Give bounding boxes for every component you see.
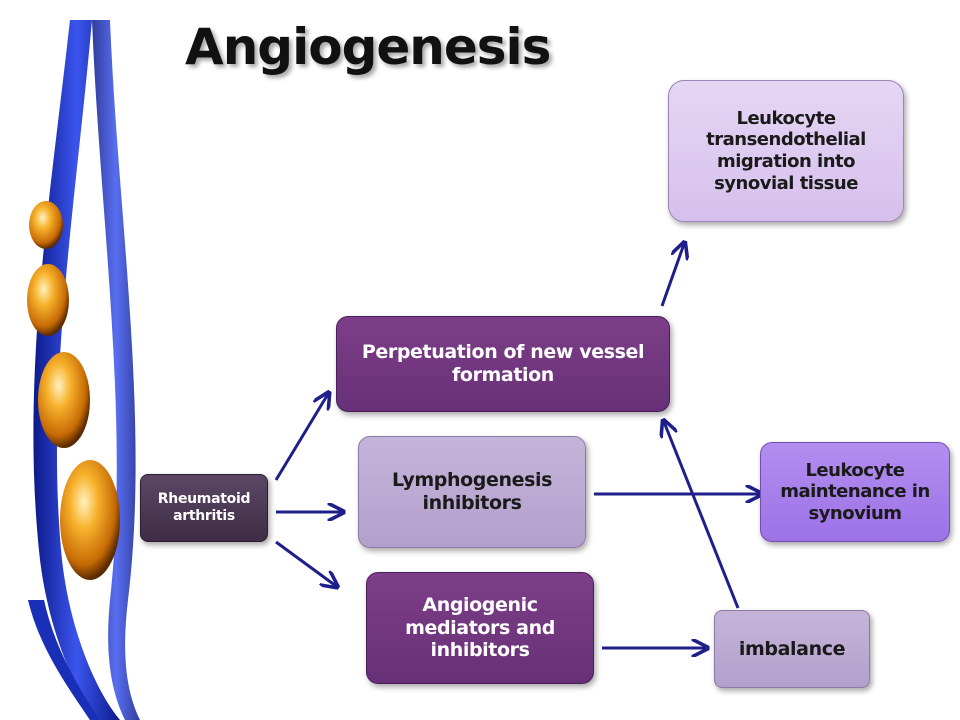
page-title: Angiogenesis: [185, 18, 551, 76]
node-lymphogenesis-line-1: Lymphogenesis: [391, 469, 552, 492]
node-rheumatoid-arthritis-line-2: arthritis: [173, 508, 235, 524]
node-angiogenic-line-3: inhibitors: [430, 639, 530, 662]
node-transendothelial-line-2: transendothelial: [706, 129, 866, 151]
arrow-ra-to-perpetuation: [274, 394, 328, 481]
node-maintenance-line-2: maintenance in: [780, 481, 930, 503]
sphere-3: [38, 352, 90, 448]
node-perpetuation-line-1: Perpetuation of new vessel: [361, 341, 645, 364]
node-maintenance-line-1: Leukocyte: [805, 459, 905, 481]
arrow-perpetuation-to-transendothelial: [660, 244, 684, 307]
node-perpetuation: Perpetuation of new vessel formation: [336, 316, 670, 412]
node-transendothelial-line-1: Leukocyte: [736, 107, 836, 129]
node-lymphogenesis-line-2: inhibitors: [422, 492, 522, 514]
sphere-4: [60, 460, 120, 580]
node-leukocyte-maintenance: Leukocyte maintenance in synovium: [760, 442, 950, 542]
node-angiogenic-line-2: mediators and: [405, 616, 555, 639]
node-rheumatoid-arthritis: Rheumatoid arthritis: [140, 474, 268, 542]
node-angiogenic-mediators: Angiogenic mediators and inhibitors: [366, 572, 594, 684]
arrow-ra-to-angiogenic: [275, 540, 336, 586]
node-perpetuation-line-2: formation: [452, 364, 554, 386]
decorative-ribbon-graphic: [27, 20, 140, 720]
node-leukocyte-transendothelial: Leukocyte transendothelial migration int…: [668, 80, 904, 222]
arrow-imbalance-to-perpetuation: [664, 422, 740, 609]
node-rheumatoid-arthritis-line-1: Rheumatoid: [157, 491, 251, 508]
sphere-2: [27, 264, 69, 336]
node-imbalance-line-1: imbalance: [738, 637, 846, 660]
node-lymphogenesis-inhibitors: Lymphogenesis inhibitors: [358, 436, 586, 548]
node-transendothelial-line-3: migration into: [716, 151, 856, 172]
sphere-1: [29, 201, 63, 249]
node-transendothelial-line-4: synovial tissue: [714, 172, 858, 194]
node-angiogenic-line-1: Angiogenic: [422, 593, 538, 616]
node-imbalance: imbalance: [714, 610, 870, 688]
node-maintenance-line-3: synovium: [808, 502, 902, 524]
